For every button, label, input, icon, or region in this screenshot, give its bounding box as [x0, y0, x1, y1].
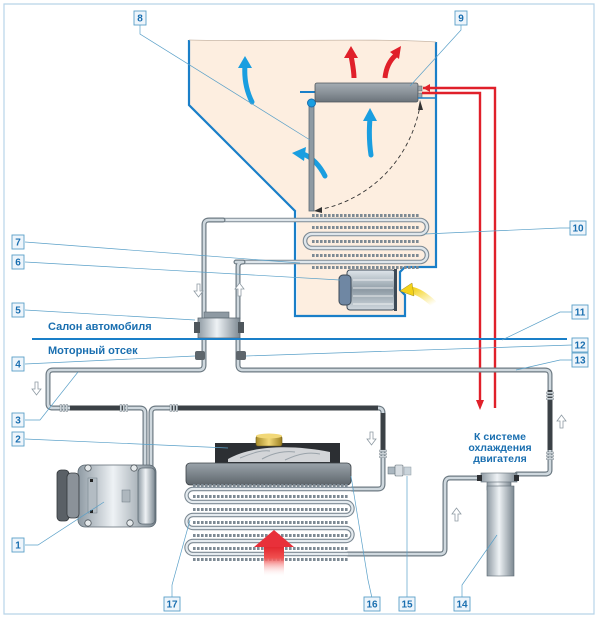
refrigerant-pipes: [45, 217, 554, 557]
callout-bulkhead: 11: [571, 304, 589, 320]
note-line-1: К системе: [474, 431, 526, 443]
arrow-up-icon: [234, 282, 245, 297]
air-damper: [300, 91, 423, 213]
arrow-up-icon: [556, 414, 567, 429]
fresh-air-arrowhead: [399, 282, 415, 297]
refrigerant-pipe: [45, 335, 207, 473]
callout-condenser-fan-housing: 16: [363, 596, 381, 612]
cold-air-arrowhead: [292, 147, 306, 161]
cold-air-arrowhead: [363, 108, 377, 121]
callout-number: 4: [15, 360, 21, 371]
arrow-up-icon: [451, 507, 462, 522]
hot-air-arrow: [382, 53, 398, 79]
cold-air-arrow: [242, 62, 255, 105]
coolant-note: К системе охлаждения двигателя: [468, 431, 531, 465]
condenser-fan-housing: [185, 462, 352, 486]
cold-air-arrowhead: [238, 56, 252, 68]
callout-number: 13: [574, 356, 586, 367]
receiver-drier: [477, 472, 519, 577]
callout-number: 15: [401, 600, 413, 611]
callout-service-valve-low: 4: [11, 356, 25, 372]
cold-air-arrow: [366, 115, 374, 158]
note-line-3: двигателя: [473, 453, 527, 465]
arrow-down-icon: [31, 381, 42, 396]
callout-air-damper: 8: [133, 10, 147, 26]
callout-condenser: 17: [163, 596, 181, 612]
service-valve-high: [236, 351, 246, 360]
hot-air-arrowhead: [390, 46, 401, 59]
callout-high-pressure-line: 13: [571, 352, 589, 368]
callout-number: 10: [572, 224, 584, 235]
callout-number: 2: [15, 435, 21, 446]
expansion-valve: [194, 311, 244, 339]
coolant-lines: [422, 84, 497, 410]
leader-lines: [24, 24, 573, 599]
callout-number: 8: [137, 14, 143, 25]
arrow-down-icon: [193, 283, 204, 298]
arrow-down-icon: [366, 431, 377, 446]
callout-heater-blower: 6: [11, 254, 25, 270]
condenser: [184, 484, 355, 561]
engine-zone-label: Моторный отсек: [48, 345, 138, 357]
hot-air-arrow: [348, 54, 357, 79]
callout-pressure-sensor: 15: [398, 596, 416, 612]
damper-travel-arc: [317, 105, 421, 211]
cabin-zone-label: Салон автомобиля: [48, 321, 152, 333]
callout-compressor: 1: [11, 537, 25, 553]
cold-air-flow: [238, 56, 377, 179]
callout-heater-core: 9: [454, 10, 468, 26]
compressor: [56, 464, 157, 528]
callout-number: 17: [166, 600, 178, 611]
flow-direction-arrows: [31, 282, 567, 522]
hot-air-arrowhead: [344, 46, 358, 58]
coolant-return-line: [422, 91, 482, 405]
heater-blower: [338, 269, 397, 311]
callout-number: 12: [574, 341, 586, 352]
callout-condenser-fan: 2: [11, 431, 25, 447]
callout-low-pressure-line: 3: [11, 412, 25, 428]
heater-core: [314, 82, 436, 103]
hot-air-flow: [344, 46, 401, 79]
callout-number: 9: [458, 14, 464, 25]
cold-air-arrow: [300, 151, 328, 179]
callout-service-valve-high: 12: [571, 337, 589, 353]
callout-number: 16: [366, 600, 378, 611]
ambient-air-arrow: [264, 545, 284, 577]
ambient-air-arrowhead: [254, 530, 294, 547]
pressure-sensor: [387, 464, 412, 477]
callout-number: 3: [15, 416, 21, 427]
callout-expansion-valve: 5: [11, 302, 25, 318]
service-valve-low: [195, 351, 205, 360]
note-line-2: охлаждения: [468, 442, 531, 454]
callout-number: 7: [15, 238, 21, 249]
callout-number: 6: [15, 258, 21, 269]
callout-evaporator: 10: [569, 220, 587, 236]
coolant-supply-line: [423, 86, 497, 408]
callout-number: 11: [575, 308, 586, 319]
evaporator: [223, 214, 430, 269]
condenser-fan: [215, 433, 340, 466]
callout-number: 1: [15, 541, 21, 552]
callout-receiver-drier: 14: [453, 596, 471, 612]
callout-heater-housing: 7: [11, 234, 25, 250]
refrigerant-pipe: [201, 217, 226, 321]
frame-border: [3, 3, 595, 615]
callout-number: 14: [456, 600, 468, 611]
callout-number: 5: [15, 306, 21, 317]
